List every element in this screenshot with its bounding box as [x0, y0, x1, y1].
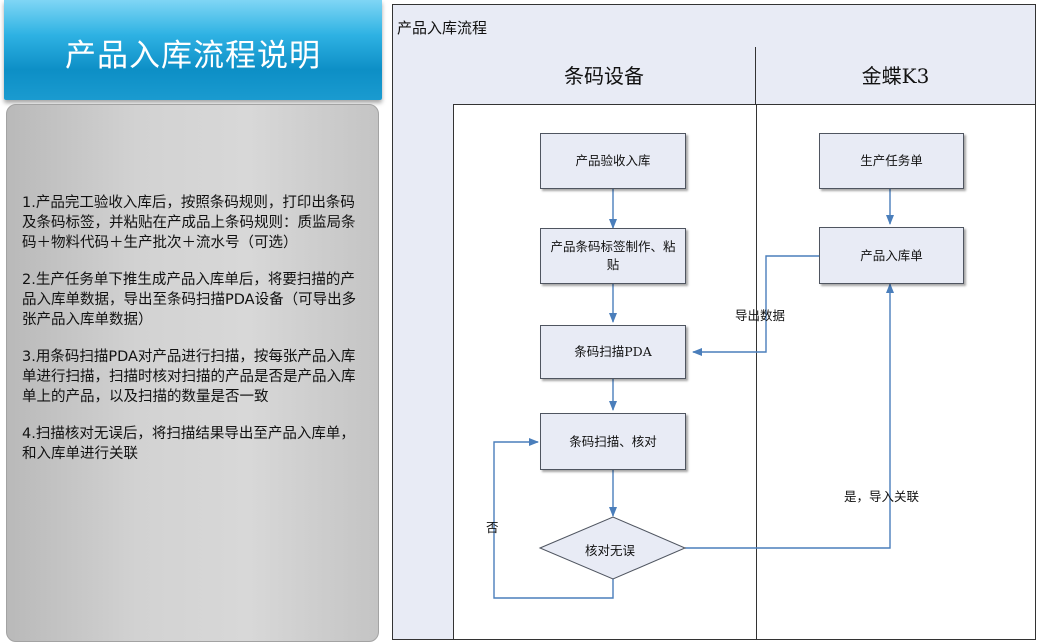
node-scan-check: 条码扫描、核对 — [540, 413, 686, 470]
edge-label-yes: 是，导入关联 — [844, 489, 920, 504]
node-in-order: 产品入库单 — [819, 227, 964, 284]
edge-label-export: 导出数据 — [735, 308, 786, 323]
lane-header-k3: 金蝶K3 — [756, 47, 1035, 105]
diagram-title-bar: 产品入库流程 — [393, 5, 1035, 48]
arrow-export-data — [692, 255, 819, 356]
decision-diamond — [538, 516, 687, 580]
panel-title: 产品入库流程说明 — [65, 38, 321, 74]
edge-label-no: 否 — [486, 520, 499, 535]
node-pda: 条码扫描PDA — [540, 325, 686, 379]
node-decision-label: 核对无误 — [585, 543, 636, 558]
note-4: 4.扫描核对无误后，将扫描结果导出至产品入库单，和入库单进行关联 — [22, 426, 355, 462]
lane-divider — [756, 105, 757, 639]
note-2: 2.生产任务单下推生成产品入库单后，将要扫描的产品入库单数据，导出至条码扫描PD… — [22, 272, 357, 328]
notes-list: 1.产品完工验收入库后，按照条码规则，打印出条码及条码标签，并粘贴在产成品上条码… — [22, 193, 367, 481]
note-3: 3.用条码扫描PDA对产品进行扫描，按每张产品入库单进行扫描，扫描时核对扫描的产… — [22, 349, 356, 405]
node-label-make: 产品条码标签制作、粘贴 — [540, 228, 686, 284]
flow-diagram: 产品入库流程 条码设备 金蝶K3 产品验收入库 产品条码标签制作、粘贴 条码扫描… — [392, 4, 1036, 640]
arrow-no-loop — [493, 438, 614, 599]
node-task-order: 生产任务单 — [819, 133, 964, 189]
note-1: 1.产品完工验收入库后，按照条码规则，打印出条码及条码标签，并粘贴在产成品上条码… — [22, 195, 356, 251]
notes-panel — [6, 104, 379, 642]
diagram-side-strip — [393, 47, 454, 639]
node-verify-in: 产品验收入库 — [540, 133, 686, 189]
panel-header: 产品入库流程说明 — [4, 0, 382, 100]
arrow-yes-link — [685, 283, 894, 549]
lane-header-barcode: 条码设备 — [453, 47, 756, 105]
connectors — [493, 189, 894, 599]
diagram-title: 产品入库流程 — [397, 19, 488, 37]
